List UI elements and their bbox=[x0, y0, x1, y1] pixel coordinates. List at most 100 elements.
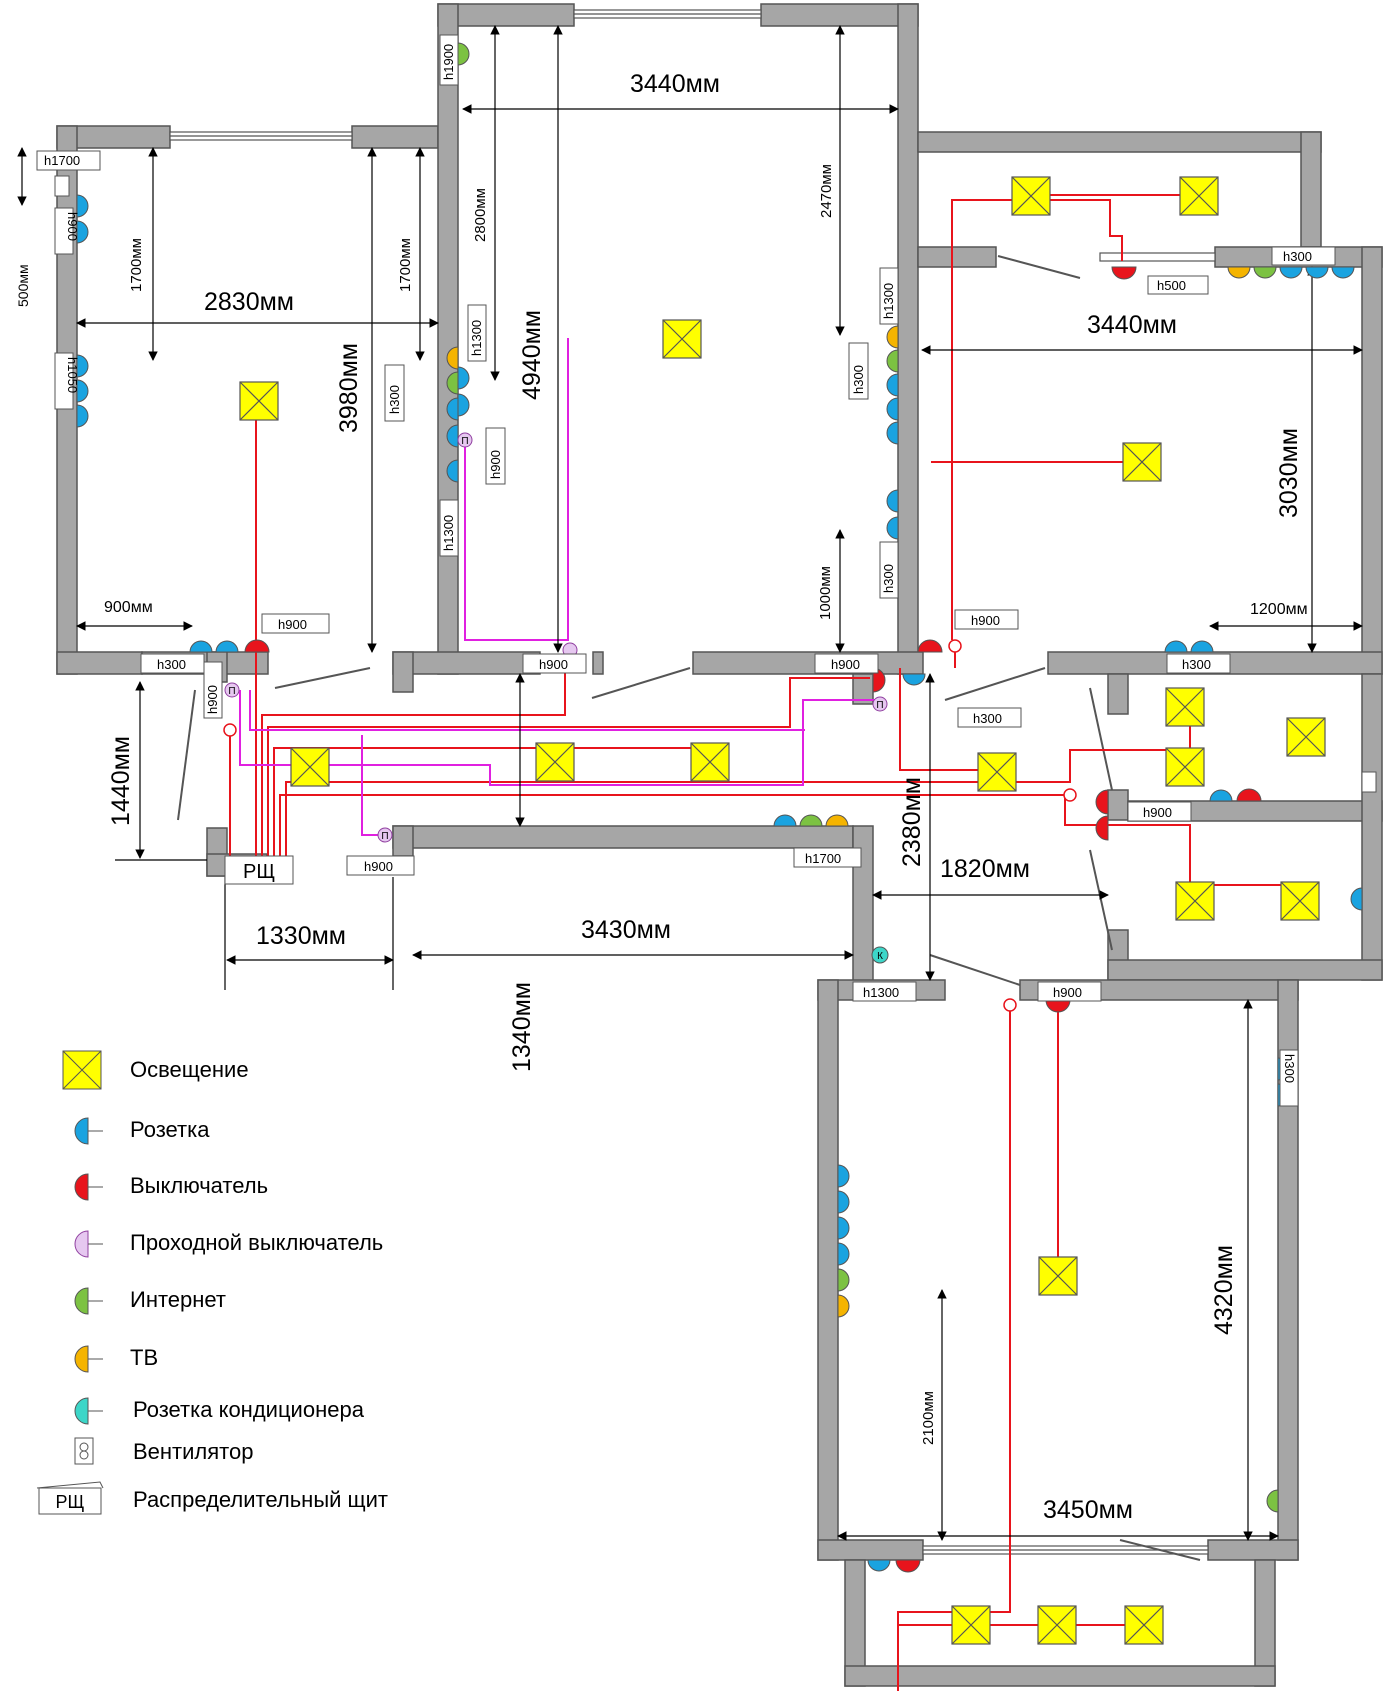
height-tag: h900 bbox=[831, 657, 860, 672]
internet-icon bbox=[1266, 1489, 1279, 1513]
height-tag: h300 bbox=[157, 657, 186, 672]
dim-label: 3430мм bbox=[581, 916, 671, 944]
legend-label: Освещение bbox=[130, 1057, 249, 1082]
height-tag: h900 bbox=[278, 617, 307, 632]
socket-icon bbox=[773, 814, 797, 827]
pass-switch-icon bbox=[872, 696, 888, 712]
dim-label: 3440мм bbox=[1087, 311, 1177, 339]
light-icon bbox=[1165, 747, 1205, 787]
height-tag: h300 bbox=[881, 564, 896, 593]
pass-switch-icon bbox=[224, 682, 240, 698]
internet-icon bbox=[457, 42, 470, 66]
dim-label: 2800мм bbox=[472, 188, 489, 242]
socket-icon bbox=[1209, 789, 1233, 802]
panel-icon: РЩ bbox=[36, 1481, 104, 1515]
internet-icon bbox=[74, 1287, 103, 1315]
dim-label: 500мм bbox=[15, 264, 31, 307]
dim-label: 2100мм bbox=[920, 1391, 937, 1445]
panel-label: РЩ bbox=[243, 861, 275, 883]
dim-label: 3980мм bbox=[335, 343, 363, 433]
socket-icon bbox=[886, 397, 899, 421]
lights bbox=[239, 176, 1326, 1645]
light-icon bbox=[662, 319, 702, 359]
switch-icon bbox=[917, 639, 943, 653]
height-tag: h1900 bbox=[441, 44, 456, 80]
svg-text:П: П bbox=[228, 686, 235, 697]
dim-label: 1000мм bbox=[817, 566, 834, 620]
dim-label: 1700мм bbox=[128, 238, 145, 292]
light-icon bbox=[239, 381, 279, 421]
legend-label: Розетка кондиционера bbox=[133, 1397, 364, 1422]
symbol-letters: П П П П К bbox=[228, 436, 883, 962]
legend-label: ТВ bbox=[130, 1345, 159, 1370]
legend-label: Выключатель bbox=[130, 1173, 269, 1198]
internet-icon bbox=[799, 814, 823, 827]
height-tags: h1700 h900 h1050 h1900 h1300 h300 h900 h… bbox=[44, 44, 1312, 1083]
socket-icon bbox=[1279, 266, 1303, 279]
height-tag: h500 bbox=[1157, 278, 1186, 293]
tv-icon bbox=[825, 814, 849, 827]
dim-label: 1700мм bbox=[397, 238, 414, 292]
socket-icon bbox=[837, 1164, 850, 1188]
height-tag: h300 bbox=[973, 711, 1002, 726]
tv-icon bbox=[837, 1294, 850, 1318]
height-tag: h1700 bbox=[805, 851, 841, 866]
switch-icon bbox=[1111, 266, 1137, 280]
socket-icon bbox=[215, 640, 239, 653]
dim-label: 1340мм bbox=[508, 982, 536, 1072]
dim-label: 3030мм bbox=[1275, 428, 1303, 518]
legend-label: Распределительный щит bbox=[133, 1487, 389, 1512]
height-tag: h1050 bbox=[65, 357, 80, 393]
dim-label: 4940мм bbox=[518, 310, 546, 400]
height-tag: h1300 bbox=[441, 515, 456, 551]
height-tag: h900 bbox=[488, 450, 503, 479]
switch-icon bbox=[244, 639, 270, 653]
socket-icon bbox=[446, 424, 459, 448]
light-icon bbox=[1037, 1605, 1077, 1645]
svg-text:П: П bbox=[461, 436, 468, 447]
dim-label: 3440мм bbox=[630, 70, 720, 98]
tv-icon bbox=[1227, 266, 1251, 279]
light-icon bbox=[1175, 881, 1215, 921]
height-tag: h900 bbox=[65, 212, 80, 241]
light-icon bbox=[1179, 176, 1219, 216]
socket-icon bbox=[76, 379, 89, 403]
height-tag: h900 bbox=[364, 859, 393, 874]
switch-icon bbox=[1045, 999, 1071, 1013]
internet-icon bbox=[1253, 266, 1277, 279]
socket-icon bbox=[76, 354, 89, 378]
dim-label: 2830мм bbox=[204, 288, 294, 316]
socket-icon bbox=[1164, 640, 1188, 653]
dim-label: 1440мм bbox=[107, 736, 135, 826]
svg-text:К: К bbox=[877, 951, 883, 962]
light-icon bbox=[977, 752, 1017, 792]
legend-label: Вентилятор bbox=[133, 1439, 254, 1464]
fan-icon bbox=[74, 1437, 94, 1465]
legend-label: Интернет bbox=[130, 1287, 226, 1312]
height-tag: h900 bbox=[1053, 985, 1082, 1000]
dim-label: 3450мм bbox=[1043, 1496, 1133, 1524]
socket-icon bbox=[886, 373, 899, 397]
svg-text:П: П bbox=[381, 831, 388, 842]
socket-icon bbox=[886, 489, 899, 513]
tv-icon bbox=[886, 325, 899, 349]
switch-icon bbox=[1095, 789, 1109, 815]
svg-text:РЩ: РЩ bbox=[56, 1492, 85, 1512]
pass-switch-icon bbox=[74, 1230, 103, 1258]
socket-icon bbox=[837, 1216, 850, 1240]
dim-label: 2380мм bbox=[898, 777, 926, 867]
height-tag: h300 bbox=[1283, 249, 1312, 264]
fan-icon bbox=[1361, 771, 1377, 793]
socket-icon bbox=[74, 1117, 103, 1145]
socket-icon bbox=[1331, 266, 1355, 279]
height-tag: h900 bbox=[971, 613, 1000, 628]
windows bbox=[169, 9, 1216, 1555]
height-tag: h1300 bbox=[469, 320, 484, 356]
socket-icon bbox=[886, 421, 899, 445]
pass-switch-icon bbox=[457, 432, 473, 448]
height-tag: h900 bbox=[539, 657, 568, 672]
dimension-lines bbox=[17, 25, 1363, 1541]
height-tag: h300 bbox=[1282, 1054, 1297, 1083]
socket-icon bbox=[1350, 887, 1363, 911]
